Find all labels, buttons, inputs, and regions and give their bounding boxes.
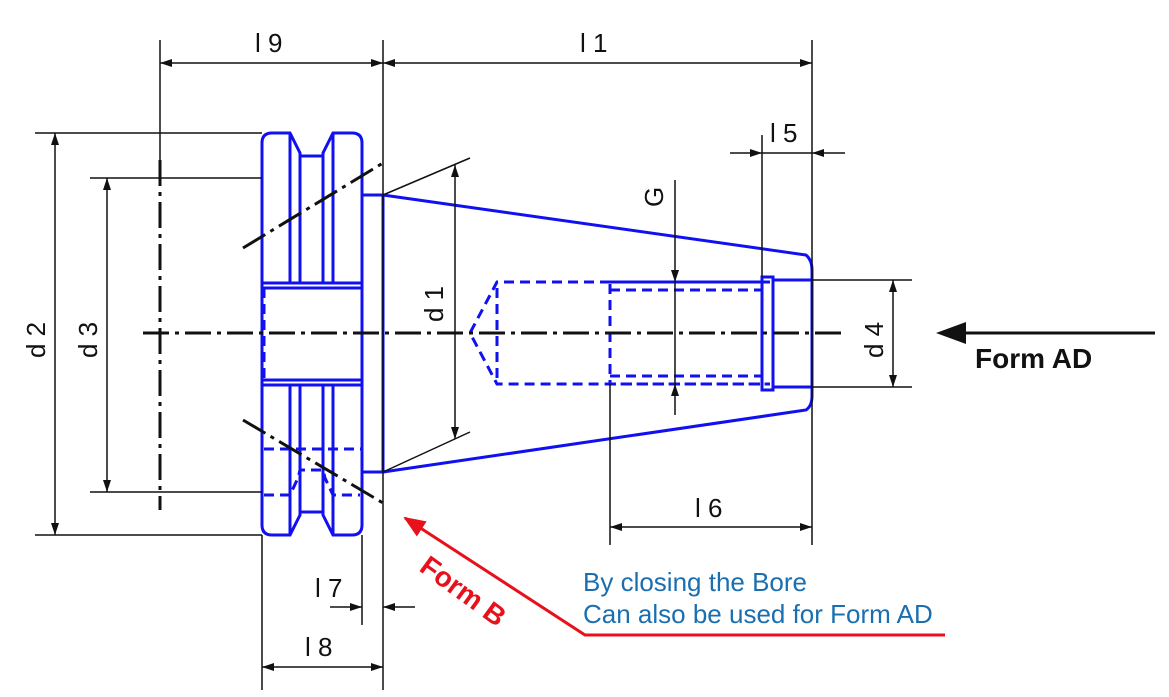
form-ad-label: Form AD	[975, 343, 1092, 374]
dimension-lines	[35, 40, 912, 690]
dim-l9: l 9	[255, 28, 282, 58]
form-ad-arrowhead-icon	[936, 322, 966, 344]
dim-l7: l 7	[315, 573, 342, 603]
form-b-arrow	[403, 516, 945, 637]
dim-d4: d 4	[859, 322, 889, 358]
dim-g: G	[639, 187, 669, 207]
dim-l1: l 1	[580, 28, 607, 58]
center-lines	[143, 160, 842, 510]
dim-d2: d 2	[21, 322, 51, 358]
dim-d3: d 3	[73, 322, 103, 358]
form-b-label: Form B	[414, 550, 512, 633]
note-line-1: By closing the Bore	[583, 567, 808, 597]
dim-l5: l 5	[770, 118, 797, 148]
note-text: By closing the Bore Can also be used for…	[583, 566, 933, 630]
note-line-2: Can also be used for Form AD	[583, 599, 933, 629]
dim-l6: l 6	[695, 493, 722, 523]
dim-d1: d 1	[419, 286, 449, 322]
dim-l8: l 8	[305, 632, 332, 662]
